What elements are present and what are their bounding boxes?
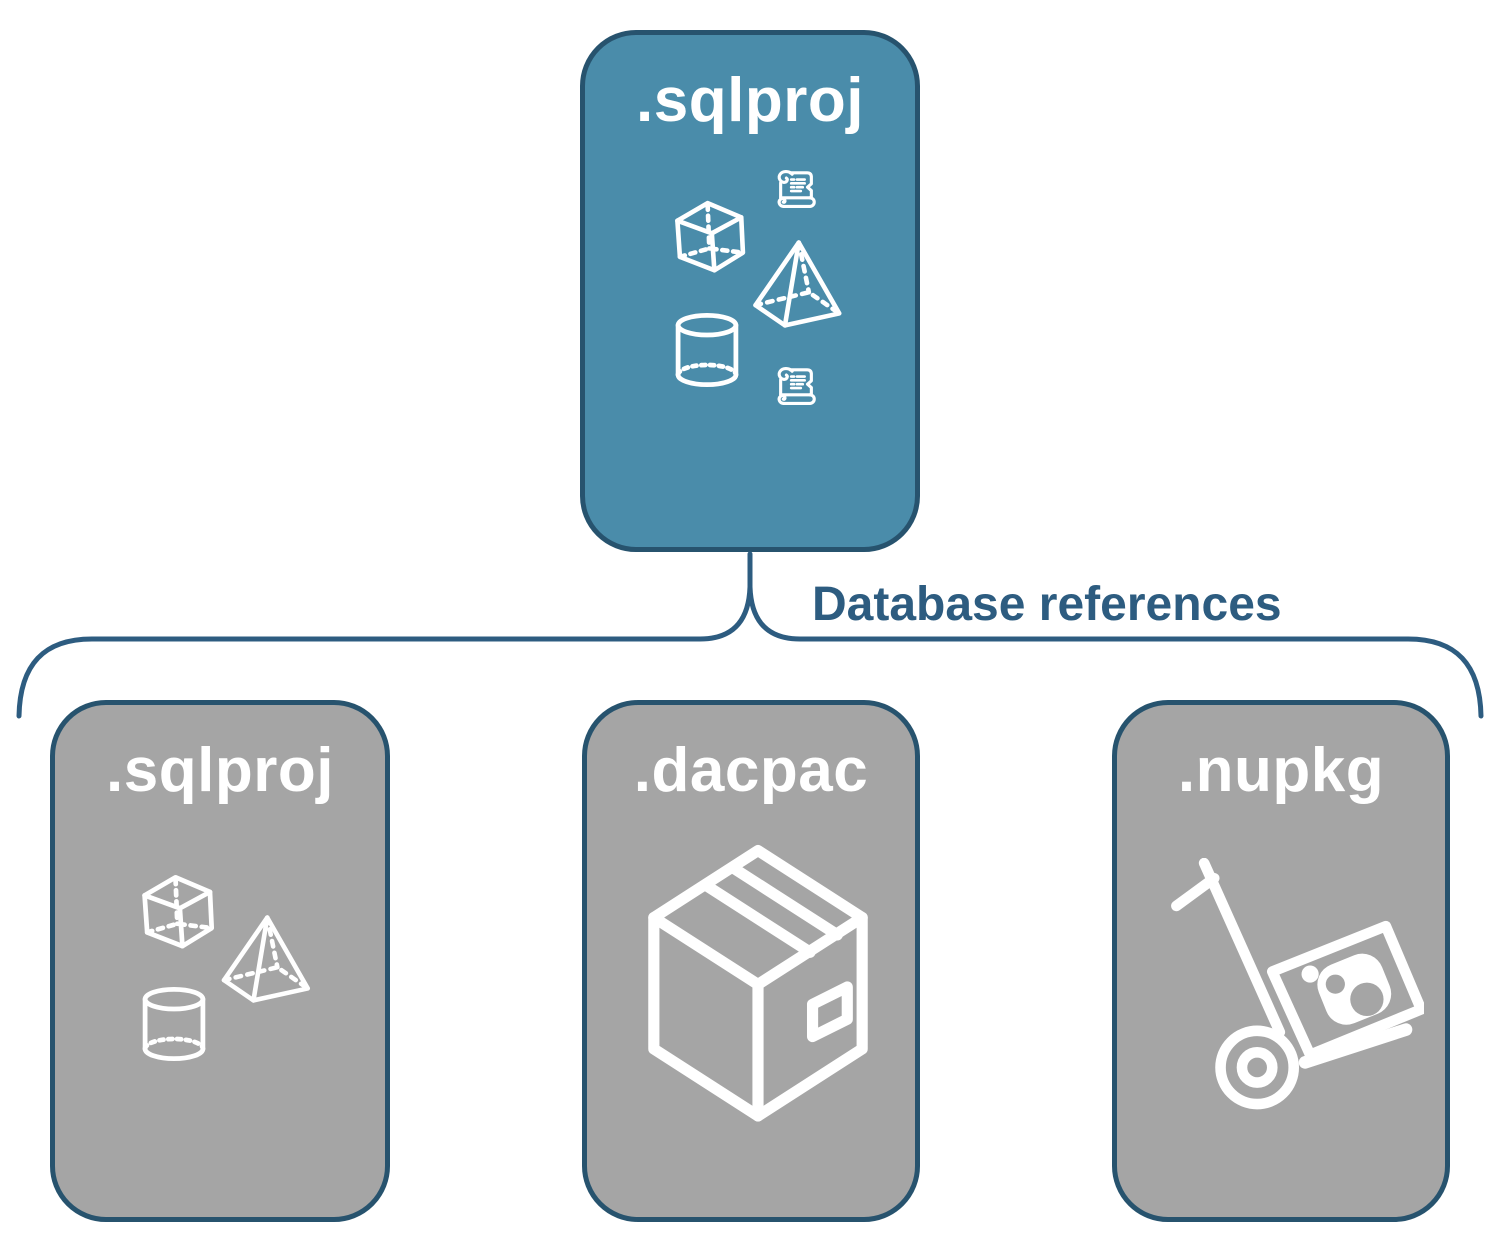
pyramid-icon xyxy=(746,238,846,330)
package-box-icon xyxy=(634,840,882,1124)
node-title: .sqlproj xyxy=(636,66,864,135)
cylinder-database-icon xyxy=(140,983,208,1065)
node-title: .nupkg xyxy=(1177,736,1385,805)
node-nupkg: .nupkg xyxy=(1112,700,1450,1222)
pyramid-icon xyxy=(215,913,314,1005)
sql-script-scroll-icon xyxy=(777,169,816,208)
node-title: .sqlproj xyxy=(106,736,334,805)
hand-truck-package-icon xyxy=(1171,858,1424,1128)
database-references-label: Database references xyxy=(812,578,1282,631)
node-sqlproj-root: .sqlproj xyxy=(580,30,920,552)
node-title: .dacpac xyxy=(633,736,869,805)
cube-icon xyxy=(135,867,223,953)
node-sqlproj-child: .sqlproj xyxy=(50,700,390,1222)
cylinder-database-icon xyxy=(673,310,741,390)
node-dacpac: .dacpac xyxy=(582,700,920,1222)
cube-icon xyxy=(667,193,755,277)
sql-script-scroll-icon xyxy=(777,366,816,405)
